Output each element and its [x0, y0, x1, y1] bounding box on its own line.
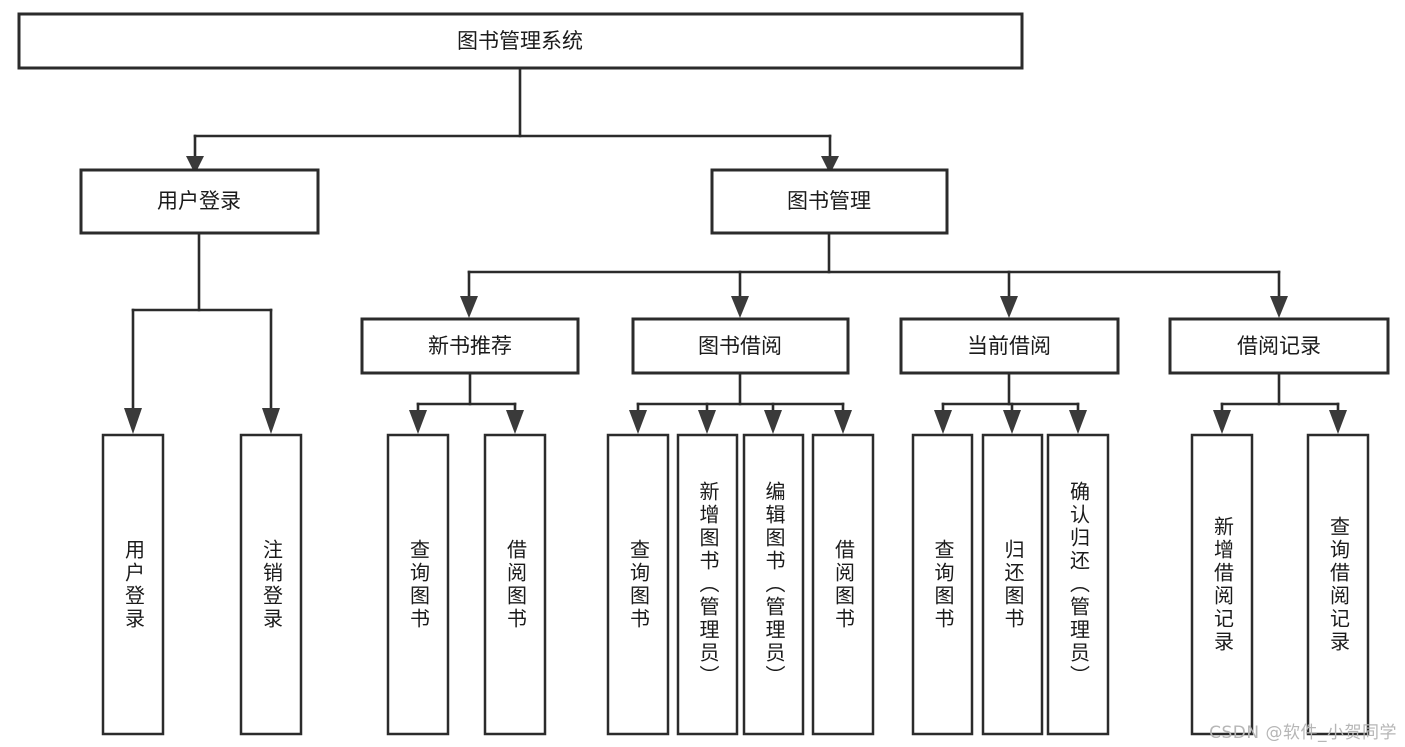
node-user-login-box[interactable]: [79, 168, 320, 235]
arrow-head-leaf-edit-book: [764, 410, 782, 434]
csdn-watermark: CSDN @软件_小贺同学: [1209, 723, 1397, 743]
node-book-borrow-label: 图书借阅: [698, 334, 782, 358]
node-current-borrow-box[interactable]: [899, 317, 1120, 375]
node-leaf-add-book-box[interactable]: [676, 433, 739, 736]
arrow-head-book-management: [821, 156, 839, 174]
node-leaf-user-login-box[interactable]: [101, 433, 165, 736]
node-book-management-label: 图书管理: [787, 189, 871, 213]
arrow-head-leaf-return-book: [1003, 410, 1021, 434]
connector-group-borrow-record: [1213, 371, 1347, 434]
arrow-head-new-book-recommend: [460, 296, 478, 318]
node-leaf-borrow-book-2-box[interactable]: [811, 433, 875, 736]
arrow-head-leaf-query-book-1: [409, 410, 427, 434]
arrow-head-leaf-user-login: [124, 408, 142, 434]
arrow-head-borrow-record: [1270, 296, 1288, 318]
node-leaf-add-record-box[interactable]: [1190, 433, 1254, 736]
arrow-head-leaf-confirm-return: [1069, 410, 1087, 434]
node-book-borrow-box[interactable]: [631, 317, 850, 375]
node-new-book-recommend-box[interactable]: [360, 317, 580, 375]
node-root-label: 图书管理系统: [457, 29, 583, 53]
arrow-head-leaf-add-record: [1213, 410, 1231, 434]
node-borrow-record-label: 借阅记录: [1237, 334, 1321, 358]
connector-group-current-borrow: [934, 371, 1087, 434]
arrow-head-leaf-query-book-3: [934, 410, 952, 434]
arrow-head-leaf-borrow-book-1: [506, 410, 524, 434]
arrow-head-leaf-borrow-book-2: [834, 410, 852, 434]
arrow-head-leaf-query-book-2: [629, 410, 647, 434]
node-root-box[interactable]: [17, 12, 1024, 70]
arrow-head-book-borrow: [731, 296, 749, 318]
connector-group-book-borrow: [629, 371, 852, 434]
arrow-head-leaf-add-book: [698, 410, 716, 434]
arrow-head-leaf-logout-login: [262, 408, 280, 434]
connector-group-book-management: [460, 232, 1288, 318]
arrow-head-current-borrow: [1000, 296, 1018, 318]
connector-group-new-book-recommend: [409, 371, 524, 434]
connector-group-root: [186, 67, 839, 174]
node-new-book-recommend-label: 新书推荐: [428, 334, 512, 358]
node-leaf-confirm-return-box[interactable]: [1046, 433, 1110, 736]
node-borrow-record-box[interactable]: [1168, 317, 1390, 375]
node-leaf-return-book-box[interactable]: [981, 433, 1044, 736]
node-leaf-query-record-box[interactable]: [1306, 433, 1370, 736]
node-leaf-query-book-3-box[interactable]: [911, 433, 974, 736]
node-user-login-label: 用户登录: [157, 189, 241, 213]
connector-group-user-login: [124, 232, 280, 434]
node-leaf-query-book-2-box[interactable]: [606, 433, 670, 736]
arrow-head-leaf-query-record: [1329, 410, 1347, 434]
node-book-management-box[interactable]: [710, 168, 949, 235]
node-leaf-borrow-book-1-box[interactable]: [483, 433, 547, 736]
node-leaf-logout-login-box[interactable]: [239, 433, 303, 736]
node-current-borrow-label: 当前借阅: [967, 334, 1051, 358]
node-leaf-query-book-1-box[interactable]: [386, 433, 450, 736]
node-leaf-edit-book-box[interactable]: [742, 433, 805, 736]
arrow-head-user-login: [186, 156, 204, 174]
